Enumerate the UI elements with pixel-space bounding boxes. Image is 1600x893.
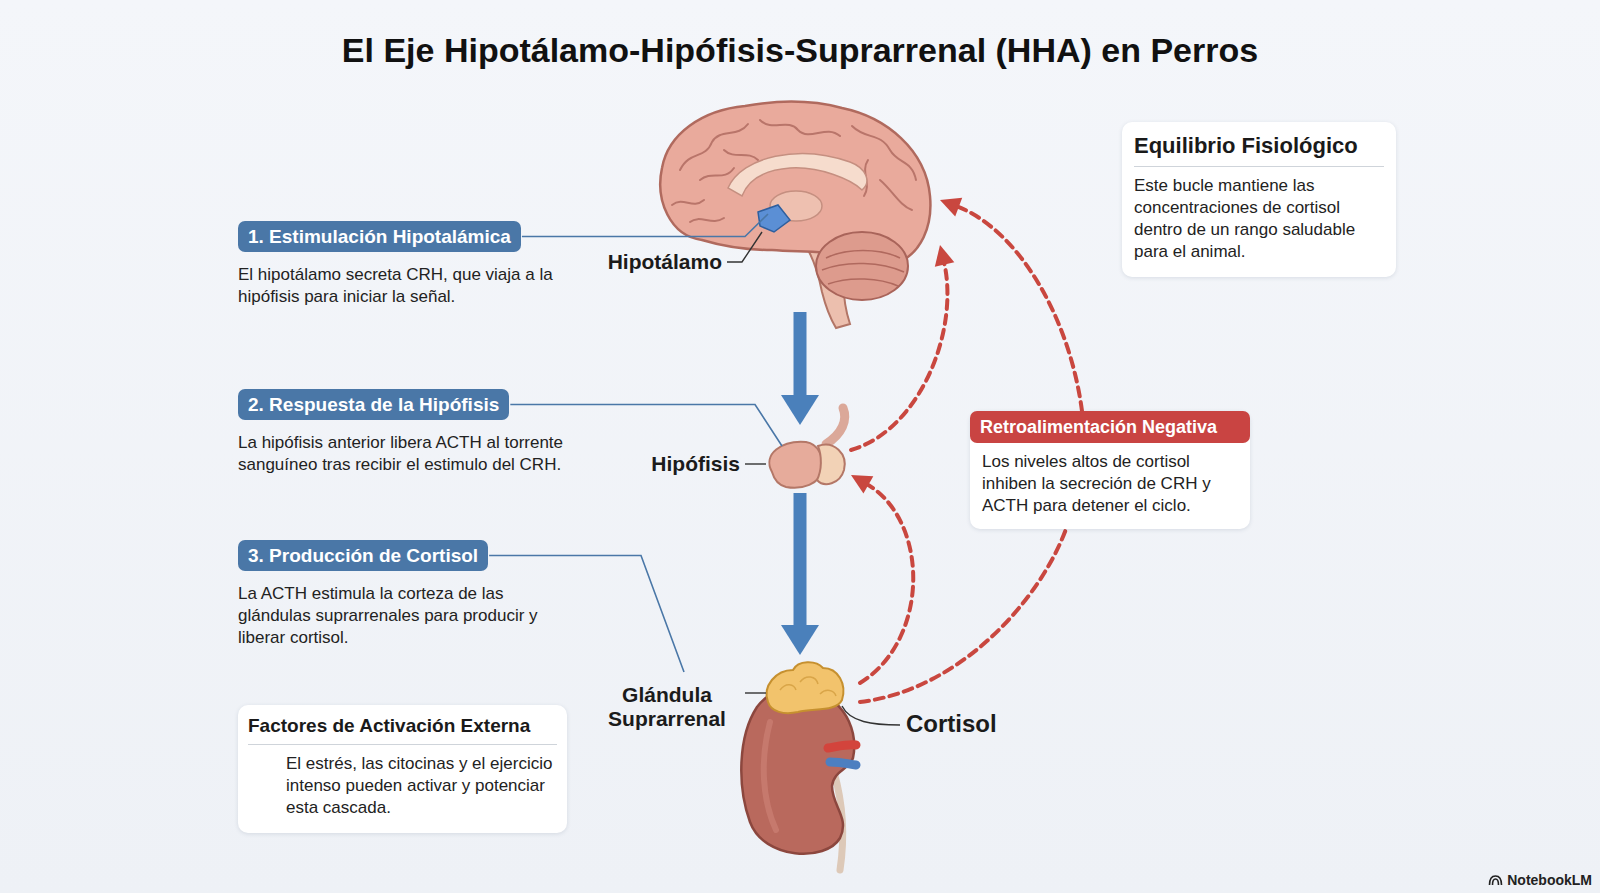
fold-line [822, 263, 904, 272]
gyrus-line [880, 180, 912, 210]
feedback-body: Los niveles altos de cortisol inhiben la… [970, 443, 1250, 529]
renal-vein [830, 762, 856, 765]
kidney-shading [764, 722, 776, 830]
kidney-illustration [741, 662, 856, 870]
arrow-head [851, 475, 873, 494]
feedback-arrow [851, 475, 913, 683]
brain-gyri [672, 120, 916, 222]
step-description: La hipófisis anterior libera ACTH al tor… [238, 432, 568, 476]
fold-line [828, 279, 898, 286]
connector-line [860, 529, 1066, 702]
card-body: Este bucle mantiene las concentraciones … [1134, 175, 1384, 263]
step-description: El hipotálamo secreta CRH, que viaja a l… [238, 264, 568, 308]
organ-node: Glándula Suprarrenal [594, 655, 860, 860]
cerebellum [816, 232, 908, 300]
organ-node: Hipotálamo [560, 105, 940, 312]
step-box: 2. Respuesta de la Hipófisis La hipófisis… [238, 389, 583, 476]
info-card: Factores de Activación Externa El estrés,… [238, 705, 567, 833]
adrenal-gland [767, 662, 844, 713]
leader-line [727, 232, 762, 262]
leader-line [745, 692, 766, 693]
connector-line [851, 262, 947, 450]
renal-artery [828, 745, 856, 748]
feedback-arrow [860, 529, 1066, 702]
connector-line [794, 493, 807, 630]
diagram-title: El Eje Hipotálamo-Hipófisis-Suprarrenal … [0, 29, 1600, 71]
arrow-head [940, 198, 962, 217]
pituitary-illustration [769, 408, 844, 488]
organ-label: Hipófisis [600, 452, 740, 476]
gyrus-line [700, 168, 734, 180]
brain-illustration [660, 102, 930, 328]
gyrus-line [680, 124, 748, 170]
organ-node: Hipófisis [600, 425, 851, 493]
watermark: NotebookLM [1488, 872, 1592, 888]
signal-arrow [781, 493, 819, 655]
organ-part-label: Cortisol [906, 709, 997, 738]
watermark-text: NotebookLM [1507, 872, 1592, 888]
gyrus-line [672, 200, 704, 205]
arrow-head [781, 395, 819, 425]
pituitary-anterior [769, 442, 822, 488]
organ-label: Glándula Suprarrenal [594, 683, 740, 731]
pituitary-posterior [817, 445, 845, 484]
leader-line [842, 706, 900, 725]
card-body: El estrés, las citocinas y el ejercicio … [286, 753, 557, 819]
pituitary-stalk [826, 408, 845, 444]
card-heading: Factores de Activación Externa [248, 714, 557, 745]
step-box: 3. Producción de Cortisol La ACTH estimul… [238, 540, 583, 649]
corpus-callosum [728, 154, 867, 196]
feedback-heading: Retroalimentación Negativa [970, 411, 1250, 443]
connector-line [860, 483, 913, 683]
connector-line [794, 312, 807, 400]
connector-line [956, 206, 1082, 411]
leader-line [522, 214, 768, 237]
step-heading: 1. Estimulación Hipotalámica [238, 221, 521, 252]
adrenal-texture [780, 677, 836, 696]
leader-line [745, 463, 766, 464]
gyrus-line [760, 120, 840, 136]
step-heading: 2. Respuesta de la Hipófisis [238, 389, 509, 420]
organ-label: Hipotálamo [560, 250, 722, 274]
watermark-icon-shape [1490, 876, 1502, 885]
gyrus-line [724, 150, 758, 160]
arrow-head [935, 245, 954, 267]
gyrus-line [690, 218, 724, 222]
fold-line [826, 251, 900, 259]
feedback-card: Retroalimentación NegativaLos niveles al… [970, 411, 1250, 529]
watermark-icon [1488, 874, 1503, 886]
arrow-head [781, 625, 819, 655]
step-box: 1. Estimulación Hipotalámica El hipotálam… [238, 221, 583, 308]
feedback-arrow [851, 245, 954, 450]
info-card: Equilibrio FisiológicoEste bucle mantien… [1122, 122, 1396, 277]
card-heading: Equilibrio Fisiológico [1134, 132, 1384, 167]
signal-arrow [781, 312, 819, 425]
step-description: La ACTH estimula la corteza de las glánd… [238, 583, 568, 649]
cerebellum-folds [822, 251, 904, 287]
step-heading: 3. Producción de Cortisol [238, 540, 488, 571]
feedback-arrow [940, 198, 1082, 411]
